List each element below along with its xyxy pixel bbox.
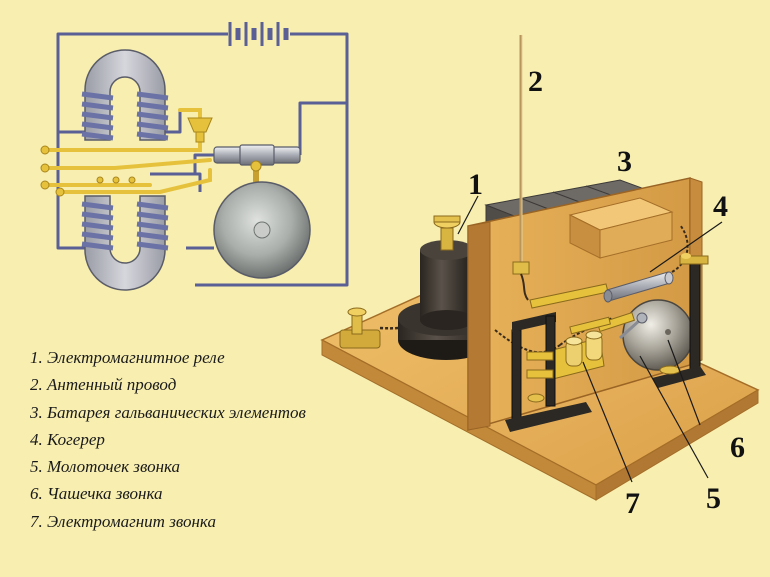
leader-lines [457, 195, 723, 483]
callout-3: 3 [617, 145, 632, 178]
legend-item: 6. Чашечка звонка [30, 484, 163, 504]
callout-1: 1 [468, 168, 483, 201]
schematic-armatures [43, 108, 212, 194]
legend-item: 2. Антенный провод [30, 375, 177, 395]
callout-6: 6 [730, 431, 745, 464]
coherer-3d [603, 271, 674, 303]
bell-electromagnet-3d [544, 330, 605, 381]
legend-item: 4. Когерер [30, 429, 105, 449]
schematic-bell [213, 160, 311, 279]
base-terminal [339, 307, 381, 349]
bell-hammer-3d [597, 312, 648, 340]
callout-2: 2 [528, 65, 543, 98]
apparatus-illustration [320, 35, 760, 501]
ground-wire [379, 316, 456, 330]
callout-5: 5 [706, 482, 721, 515]
legend-list: 1. Электромагнитное реле 2. Антенный про… [30, 344, 306, 535]
schematic-coherer [213, 144, 301, 166]
legend-item: 5. Молоточек звонка [30, 457, 181, 477]
antenna-rod [512, 35, 530, 301]
schematic-contacts [40, 117, 213, 197]
support-frame-3d [505, 312, 611, 432]
schematic-battery [222, 22, 289, 46]
legend-item: 1. Электромагнитное реле [30, 348, 225, 367]
legend-item: 3. Батарея гальванических элементов [30, 402, 306, 422]
callout-7: 7 [625, 487, 640, 520]
schematic-relay-lower-magnet [81, 195, 169, 291]
callout-4: 4 [713, 190, 728, 223]
schematic-relay-upper-magnet [81, 49, 169, 141]
schematic-wires [56, 32, 349, 287]
circuit-schematic [40, 22, 349, 291]
legend-item: 7. Электромагнит звонка [30, 511, 216, 531]
